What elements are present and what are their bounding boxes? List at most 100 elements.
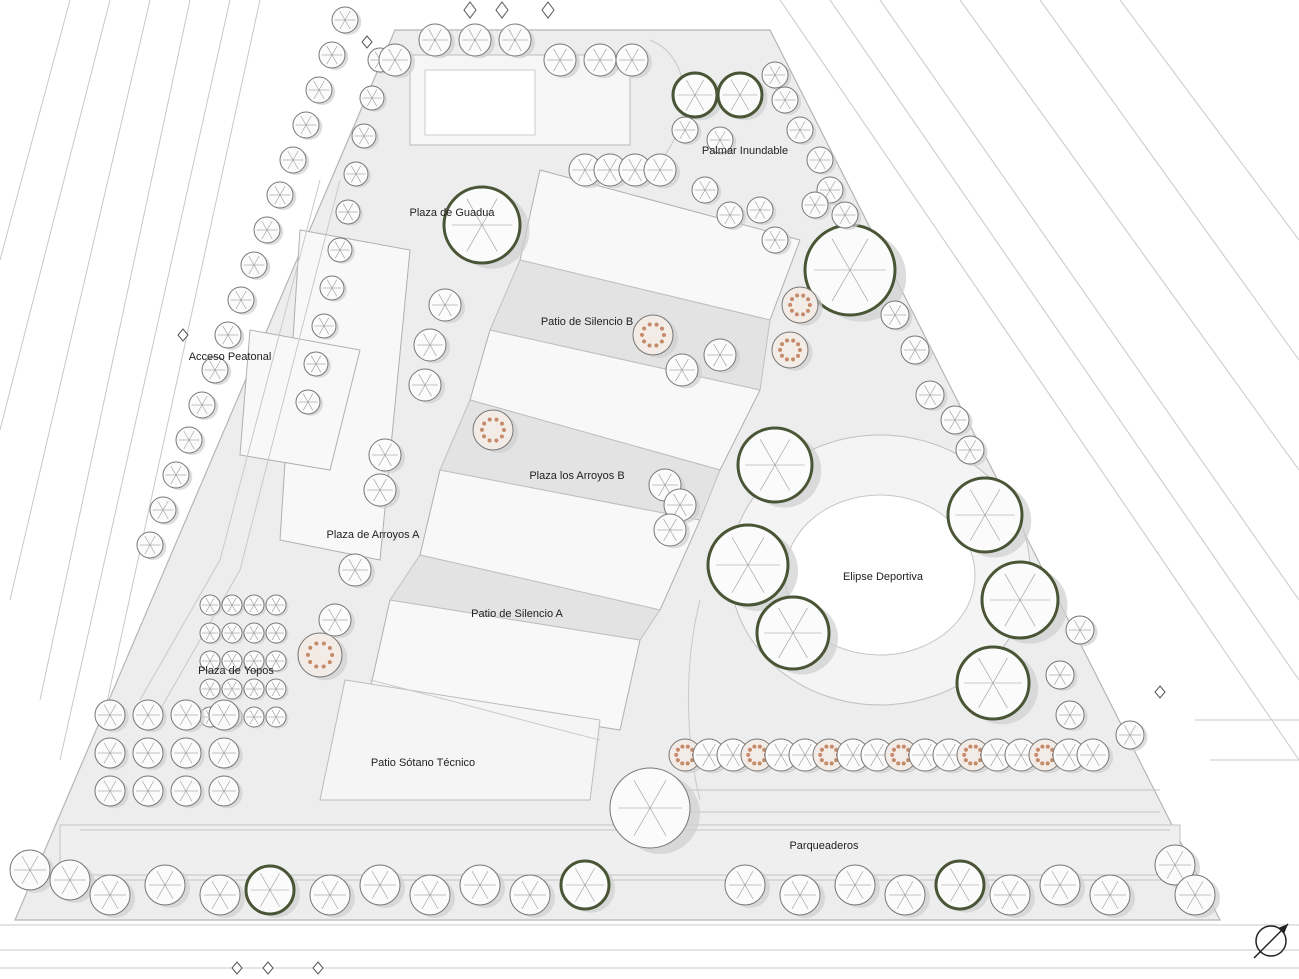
tree-symbol	[593, 153, 630, 189]
tree-symbol	[955, 435, 988, 467]
north-arrow-icon	[1253, 923, 1289, 959]
tree-symbol	[509, 874, 555, 918]
tree-symbol	[295, 389, 323, 416]
label-patio-sotano: Patio Sótano Técnico	[370, 757, 476, 769]
tree-symbol	[243, 622, 267, 645]
tree-symbol	[1055, 700, 1088, 732]
tree-symbol	[806, 146, 837, 175]
tree-symbol	[303, 351, 331, 378]
tree-symbol	[221, 650, 245, 673]
tree-symbol	[706, 126, 737, 155]
tree-symbol	[543, 43, 580, 79]
tree-symbol	[989, 874, 1035, 918]
tree-symbol	[458, 23, 495, 59]
tree-symbol	[653, 513, 690, 549]
tree-symbol	[706, 523, 798, 611]
tree-symbol	[305, 76, 336, 105]
tree-symbol	[94, 699, 129, 733]
tree-symbol	[279, 146, 310, 175]
tree-symbol	[170, 775, 205, 809]
tree-symbol	[132, 699, 167, 733]
tree-symbol	[1115, 720, 1148, 752]
tree-symbol	[755, 595, 838, 675]
tree-symbol	[671, 71, 723, 121]
tree-symbol	[214, 321, 245, 350]
tree-symbol	[1065, 615, 1098, 647]
tree-symbol	[311, 313, 339, 340]
tree-symbol	[170, 699, 205, 733]
tree-symbol	[900, 335, 933, 367]
tree-symbol	[149, 496, 180, 525]
tree-symbol	[266, 181, 297, 210]
tree-symbol	[1174, 874, 1220, 918]
tree-symbol	[318, 603, 355, 639]
tree-symbol	[338, 553, 375, 589]
tree-symbol	[724, 864, 770, 908]
tree-symbol	[1089, 874, 1135, 918]
label-patio-silencio-b: Patio de Silencio B	[540, 316, 634, 328]
tree-symbol	[132, 737, 167, 771]
tree-symbol	[199, 650, 223, 673]
tree-symbol	[736, 426, 822, 508]
tree-symbol	[144, 864, 190, 908]
tree-symbol	[265, 594, 289, 617]
tree-symbol	[309, 874, 355, 918]
tree-symbol	[265, 706, 289, 729]
tree-symbol	[691, 176, 722, 205]
tree-symbol	[335, 199, 363, 226]
tree-symbol	[884, 874, 930, 918]
tree-symbol	[803, 223, 907, 322]
tree-symbol	[94, 737, 129, 771]
tree-symbol	[319, 275, 347, 302]
tree-symbol	[359, 85, 387, 112]
tree-symbol	[170, 737, 205, 771]
tree-symbol	[199, 622, 223, 645]
tree-symbol	[89, 874, 135, 918]
tree-symbol	[243, 706, 267, 729]
tree-symbol	[94, 775, 129, 809]
tree-symbol	[498, 23, 535, 59]
tree-symbol	[771, 331, 813, 371]
tree-symbol	[409, 874, 455, 918]
tree-symbol	[559, 859, 615, 913]
tree-symbol	[671, 116, 702, 145]
tree-symbol	[199, 594, 223, 617]
label-acceso-peatonal: Acceso Peatonal	[188, 351, 272, 363]
tree-symbol	[227, 286, 258, 315]
tree-symbol	[716, 201, 747, 230]
tree-symbol	[665, 353, 702, 389]
tree-symbol	[243, 678, 267, 701]
tree-symbol	[327, 237, 355, 264]
label-plaza-guadua: Plaza de Guadua	[409, 207, 495, 219]
tree-symbol	[221, 594, 245, 617]
tree-symbol	[1045, 660, 1078, 692]
tree-symbol	[136, 531, 167, 560]
tree-symbol	[1039, 864, 1085, 908]
tree-symbol	[132, 775, 167, 809]
tree-symbol	[175, 426, 206, 455]
section-marker-icon	[177, 1, 1166, 975]
tree-symbol	[331, 6, 362, 35]
tree-symbol	[253, 216, 284, 245]
tree-symbol	[834, 864, 880, 908]
tree-symbol	[934, 859, 990, 913]
tree-symbol	[265, 678, 289, 701]
tree-symbol	[49, 859, 95, 903]
tree-symbol	[583, 43, 620, 79]
tree-symbol	[368, 438, 405, 474]
tree-symbol	[459, 864, 505, 908]
patio-sotano	[319, 679, 601, 801]
tree-symbol	[243, 594, 267, 617]
tree-symbol	[208, 737, 243, 771]
tree-symbol	[351, 123, 379, 150]
tree-symbol	[188, 391, 219, 420]
label-palmar-inundable: Palmar Inundable	[701, 145, 789, 157]
tree-symbol	[716, 71, 768, 121]
tree-symbol	[318, 41, 349, 70]
tree-symbol	[761, 226, 792, 255]
tree-symbol	[343, 161, 371, 188]
tree-symbol	[292, 111, 323, 140]
tree-symbol	[221, 678, 245, 701]
tree-symbol	[940, 405, 973, 437]
